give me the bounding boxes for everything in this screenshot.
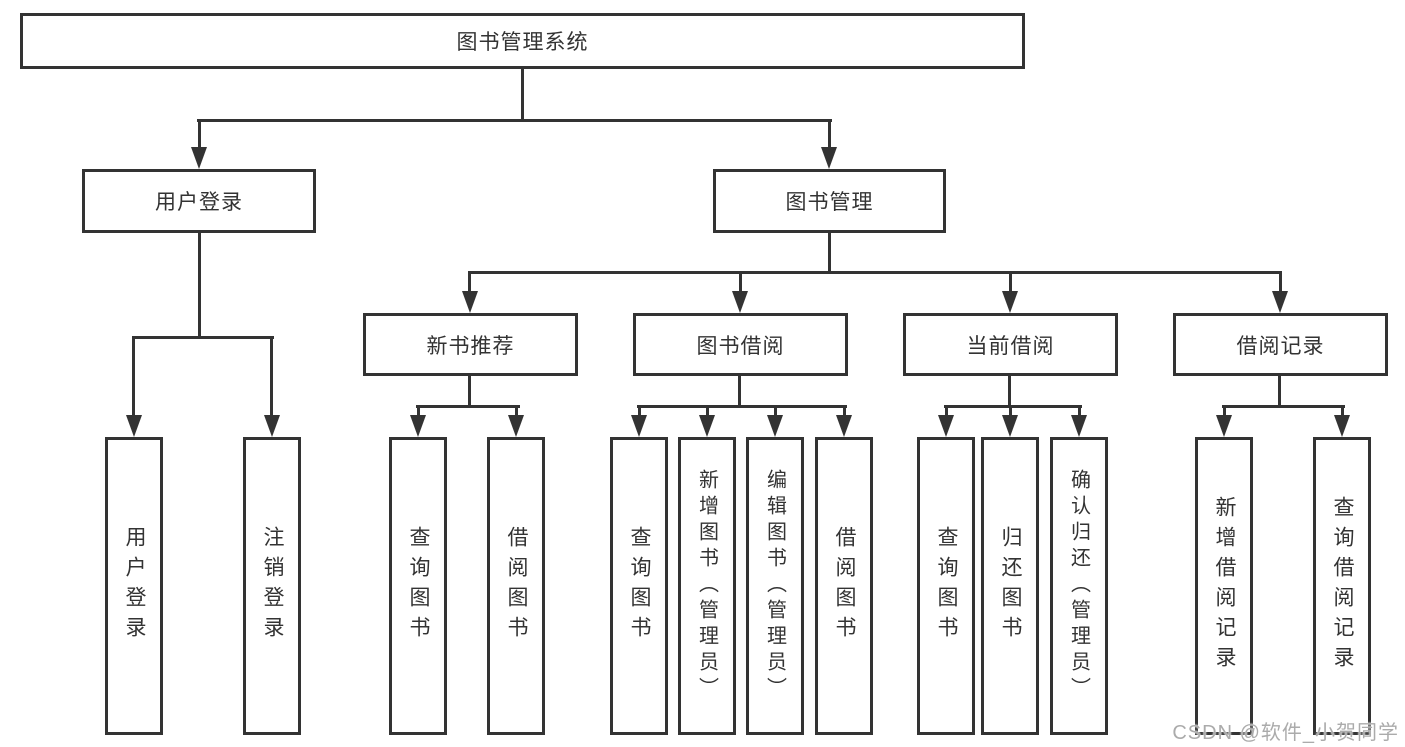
node-borrow-records: 借阅记录: [1173, 313, 1388, 376]
node-return-books: 归还图书: [981, 437, 1039, 735]
arrowhead-book-borrow: [732, 291, 748, 313]
node-query-books-recommend: 查询图书: [389, 437, 447, 735]
node-book-management: 图书管理: [713, 169, 946, 233]
edge-leaf-stem: [945, 405, 948, 417]
node-label: 图书管理系统: [456, 31, 589, 54]
edge-to-logout-leaf: [270, 336, 273, 416]
edge-leaf-stem: [843, 405, 846, 417]
edge-leaf-stem: [1009, 405, 1012, 417]
arrowhead-leaf: [938, 415, 954, 437]
edge-leaf-stem: [774, 405, 777, 417]
arrowhead-leaf: [699, 415, 715, 437]
edge-to-user-login: [198, 119, 201, 147]
node-label: 当前借阅: [966, 334, 1055, 358]
node-label: 查询借阅记录: [1331, 496, 1354, 676]
node-label: 新增借阅记录: [1213, 496, 1236, 676]
edge-to-book-borrow: [739, 271, 742, 291]
arrowhead-user-login: [191, 147, 207, 169]
node-query-borrow-record: 查询借阅记录: [1313, 437, 1371, 735]
arrowhead-new-book: [462, 291, 478, 313]
node-label: 图书借阅: [696, 334, 785, 358]
edge-leaf-stem: [515, 405, 518, 417]
edge-book-borrow-stub: [738, 376, 741, 407]
node-label: 图书管理: [785, 191, 874, 214]
edge-current-borrow-branch: [944, 405, 1082, 408]
edge-to-login-leaf: [132, 336, 135, 416]
edge-to-current-borrow: [1009, 271, 1012, 291]
arrowhead-leaf: [1216, 415, 1232, 437]
node-logout-leaf: 注销登录: [243, 437, 301, 735]
node-label: 查询图书: [628, 526, 651, 646]
node-current-borrow: 当前借阅: [903, 313, 1118, 376]
arrowhead-login-leaf: [126, 415, 142, 437]
arrowhead-leaf: [631, 415, 647, 437]
node-query-books-current: 查询图书: [917, 437, 975, 735]
edge-leaf-stem: [1223, 405, 1226, 417]
node-label: 用户登录: [155, 191, 243, 214]
edge-new-book-stub: [468, 376, 471, 407]
edge-leaf-stem: [706, 405, 709, 417]
edge-user-login-stub: [198, 233, 201, 337]
node-label: 注销登录: [261, 526, 284, 646]
node-user-login-leaf: 用户登录: [105, 437, 163, 735]
arrowhead-leaf: [1071, 415, 1087, 437]
arrowhead-leaf: [767, 415, 783, 437]
edge-book-management-stub: [828, 233, 831, 274]
edge-leaf-stem: [1078, 405, 1081, 417]
edge-new-book-branch: [416, 405, 520, 408]
edge-leaf-stem: [638, 405, 641, 417]
node-label: 确认归还（管理员）: [1067, 469, 1090, 703]
node-add-book-admin: 新增图书（管理员）: [678, 437, 736, 735]
edge-root-stub: [521, 69, 524, 122]
node-label: 用户登录: [123, 526, 146, 646]
arrowhead-leaf: [508, 415, 524, 437]
node-library-management-system: 图书管理系统: [20, 13, 1025, 69]
node-label: 借阅图书: [833, 526, 856, 646]
node-user-login-group: 用户登录: [82, 169, 316, 233]
node-label: 借阅图书: [505, 526, 528, 646]
edge-borrow-records-branch: [1222, 405, 1345, 408]
edge-to-new-book: [468, 271, 471, 291]
node-query-books-borrow: 查询图书: [610, 437, 668, 735]
arrowhead-logout-leaf: [264, 415, 280, 437]
node-label: 新书推荐: [426, 334, 515, 358]
node-label: 查询图书: [407, 526, 430, 646]
node-new-book-recommend: 新书推荐: [363, 313, 578, 376]
node-label: 查询图书: [935, 526, 958, 646]
node-label: 编辑图书（管理员）: [763, 469, 786, 703]
node-confirm-return-admin: 确认归还（管理员）: [1050, 437, 1108, 735]
arrowhead-leaf: [410, 415, 426, 437]
arrowhead-borrow-records: [1272, 291, 1288, 313]
edge-user-login-branch: [132, 336, 274, 339]
csdn-watermark: CSDN @软件_小贺同学: [1172, 722, 1399, 744]
node-label: 新增图书（管理员）: [695, 469, 718, 703]
arrowhead-leaf: [1334, 415, 1350, 437]
arrowhead-current-borrow: [1002, 291, 1018, 313]
node-add-borrow-record: 新增借阅记录: [1195, 437, 1253, 735]
edge-leaf-stem: [1341, 405, 1344, 417]
node-edit-book-admin: 编辑图书（管理员）: [746, 437, 804, 735]
node-label: 归还图书: [999, 526, 1022, 646]
edge-to-book-management: [828, 119, 831, 147]
node-borrow-books-recommend: 借阅图书: [487, 437, 545, 735]
node-borrow-books-leaf: 借阅图书: [815, 437, 873, 735]
edge-current-borrow-stub: [1008, 376, 1011, 407]
arrowhead-leaf: [836, 415, 852, 437]
node-book-borrow: 图书借阅: [633, 313, 848, 376]
edge-book-borrow-branch: [637, 405, 847, 408]
edge-book-management-branch: [468, 271, 1282, 274]
node-label: 借阅记录: [1236, 334, 1325, 358]
arrowhead-book-management: [821, 147, 837, 169]
edge-borrow-records-stub: [1278, 376, 1281, 407]
edge-root-branch: [197, 119, 832, 122]
edge-to-borrow-records: [1279, 271, 1282, 291]
arrowhead-leaf: [1002, 415, 1018, 437]
edge-leaf-stem: [417, 405, 420, 417]
